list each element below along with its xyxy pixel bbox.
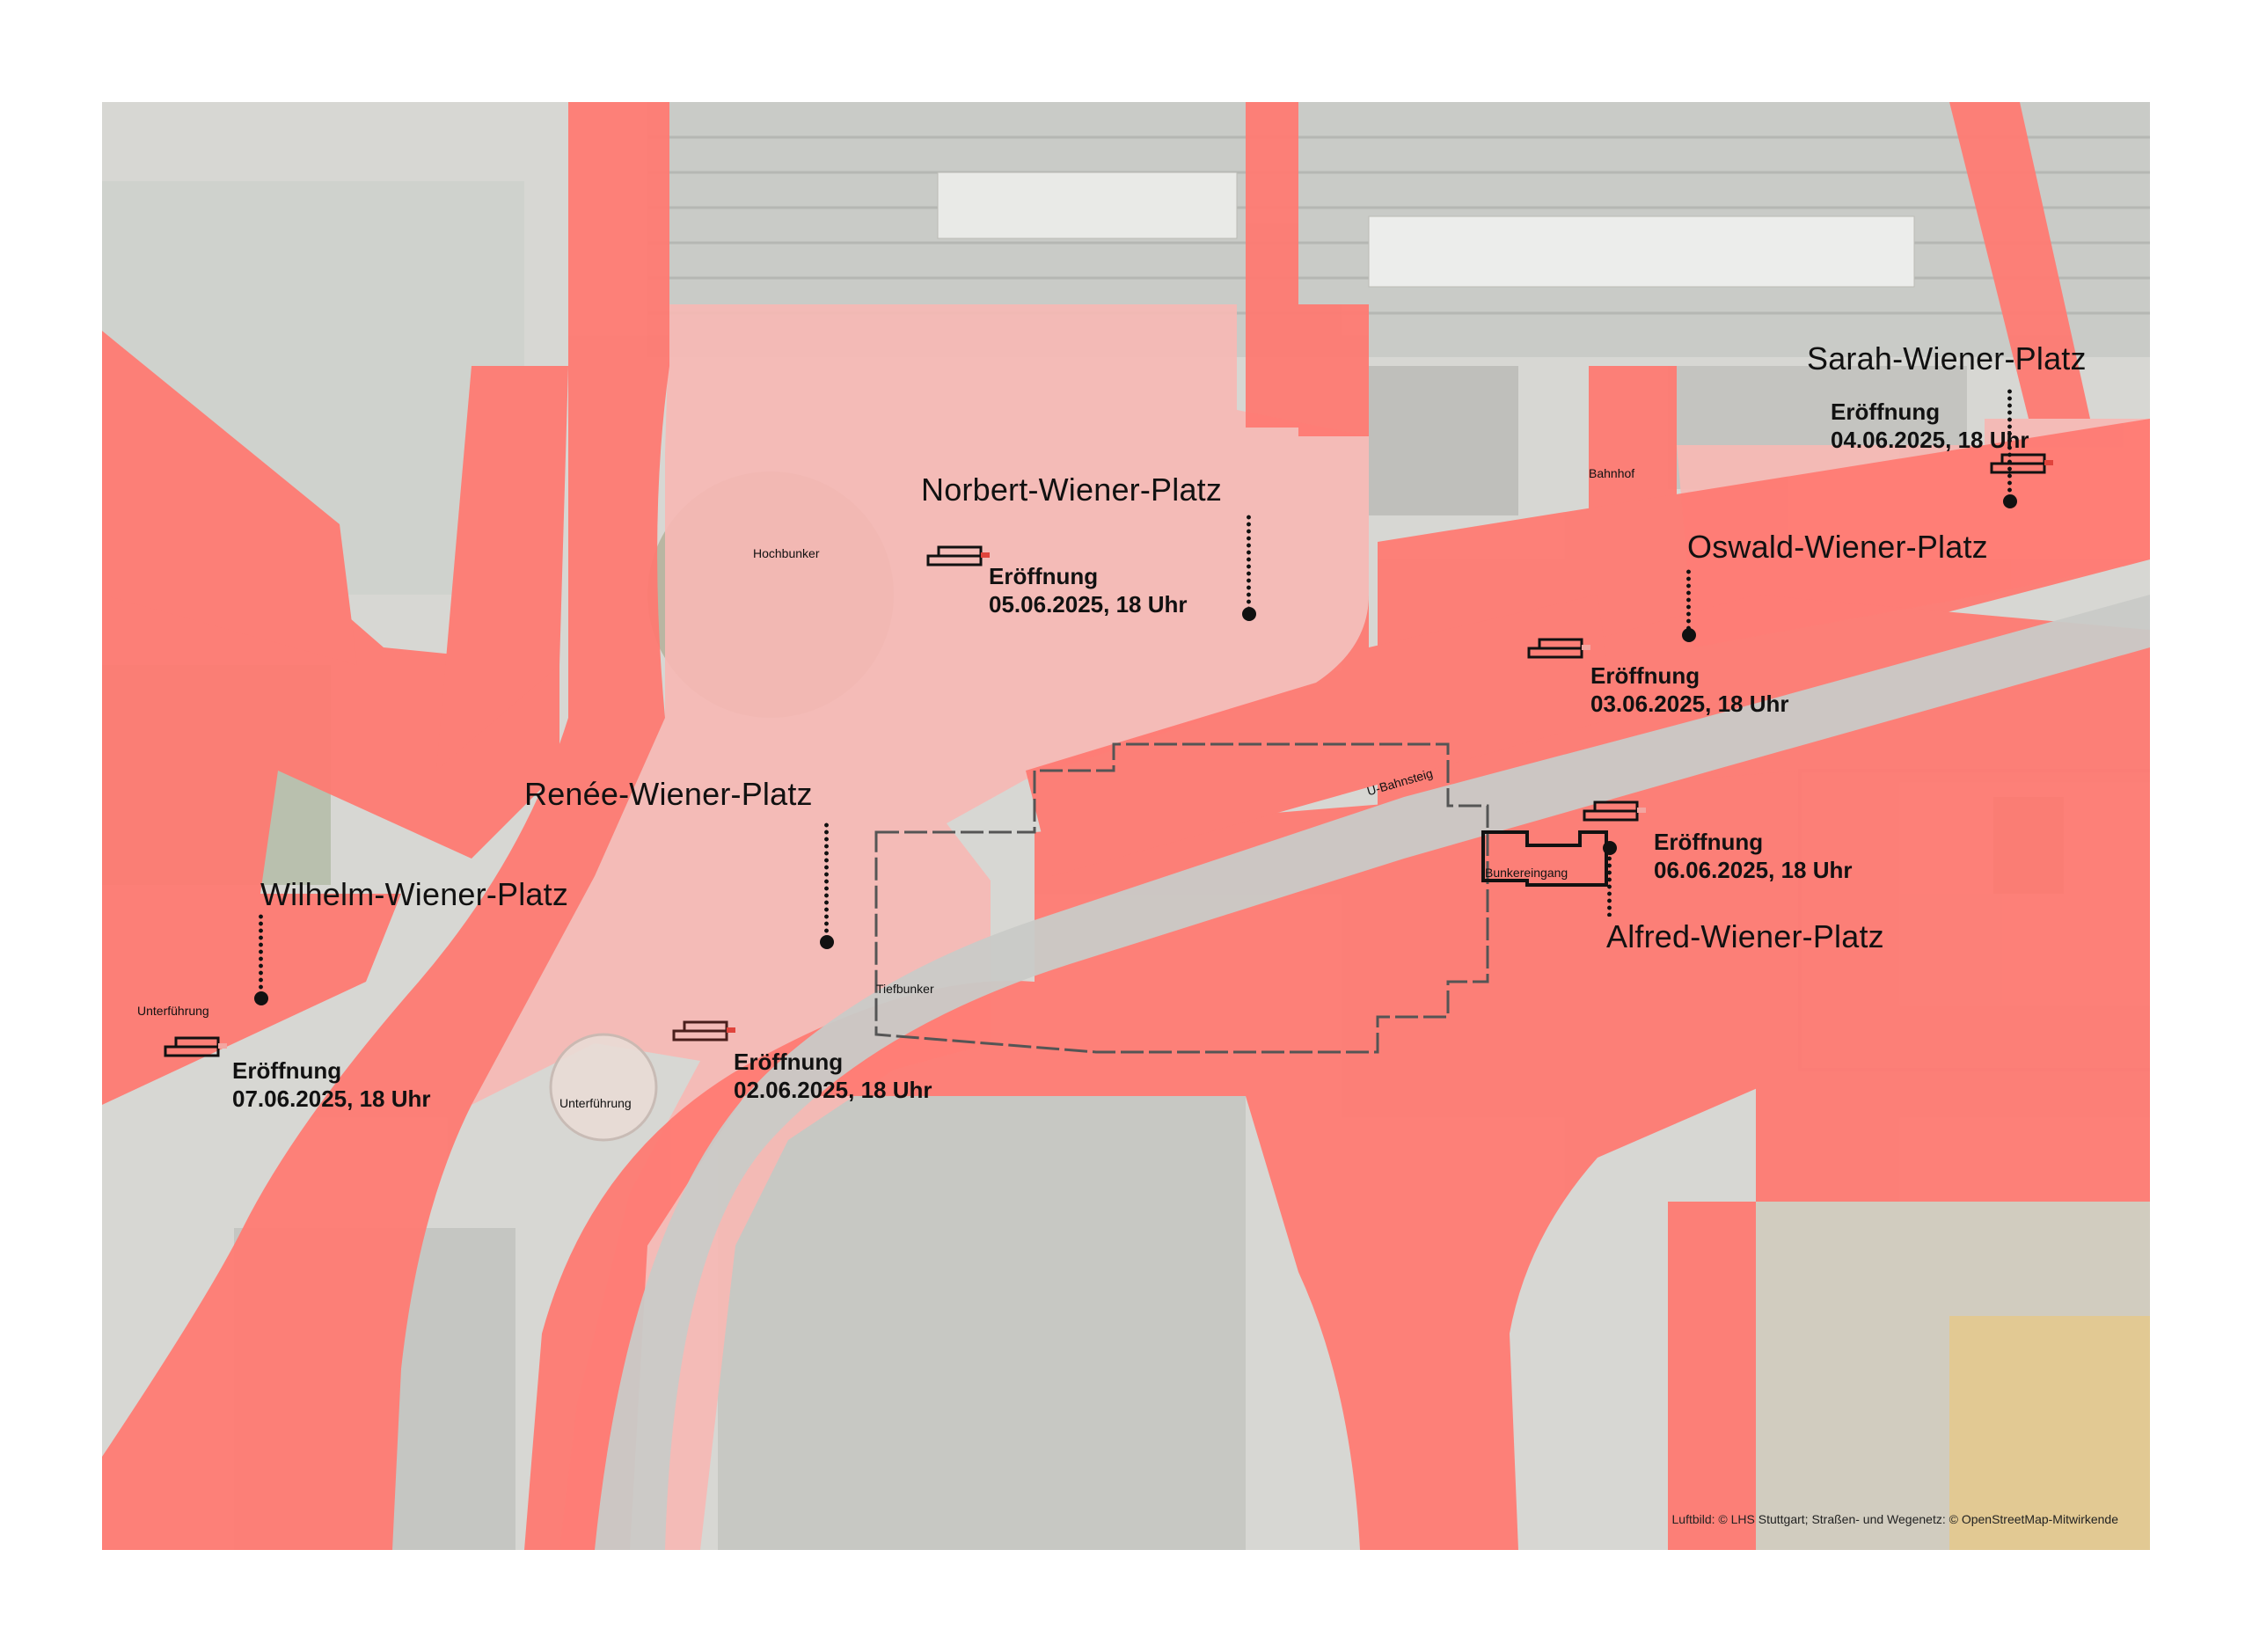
place-name-oswald: Oswald-Wiener-Platz	[1687, 529, 1988, 565]
pin-dot-icon[interactable]	[2003, 494, 2017, 508]
stage-icon[interactable]	[672, 1017, 742, 1043]
label-unterfuehrung-center: Unterführung	[559, 1096, 632, 1110]
leader-line	[1607, 855, 1612, 917]
opening-label: Eröffnung	[989, 563, 1099, 589]
opening-norbert: Eröffnung 05.06.2025, 18 Uhr	[989, 562, 1188, 618]
pin-dot-icon[interactable]	[1242, 607, 1256, 621]
opening-date: 05.06.2025, 18 Uhr	[989, 591, 1188, 618]
opening-label: Eröffnung	[1590, 662, 1700, 689]
opening-date: 02.06.2025, 18 Uhr	[734, 1077, 932, 1103]
label-tiefbunker: Tiefbunker	[876, 982, 934, 996]
credit-line: Luftbild: © LHS Stuttgart; Straßen- und …	[1671, 1512, 2119, 1526]
place-name-alfred: Alfred-Wiener-Platz	[1606, 918, 1884, 954]
stage-icon[interactable]	[164, 1033, 234, 1059]
label-bahnhof: Bahnhof	[1589, 466, 1635, 480]
opening-date: 04.06.2025, 18 Uhr	[1831, 427, 2029, 453]
stage-icon[interactable]	[1990, 450, 2060, 476]
stage-icon[interactable]	[1583, 797, 1653, 823]
opening-date: 06.06.2025, 18 Uhr	[1654, 857, 1853, 883]
place-name-renee: Renée-Wiener-Platz	[524, 776, 813, 812]
opening-oswald: Eröffnung 03.06.2025, 18 Uhr	[1590, 662, 1789, 718]
opening-alfred: Eröffnung 06.06.2025, 18 Uhr	[1654, 828, 1853, 884]
opening-renee: Eröffnung 02.06.2025, 18 Uhr	[734, 1048, 932, 1104]
opening-label: Eröffnung	[1831, 398, 1941, 425]
leader-line	[259, 913, 263, 992]
opening-label: Eröffnung	[734, 1049, 844, 1075]
stage-icon[interactable]	[1527, 634, 1598, 661]
place-name-wilhelm: Wilhelm-Wiener-Platz	[260, 876, 569, 912]
opening-date: 07.06.2025, 18 Uhr	[232, 1085, 431, 1112]
label-bunkereingang: Bunkereingang	[1485, 866, 1568, 880]
map-frame[interactable]: Sarah-Wiener-Platz Norbert-Wiener-Platz …	[102, 102, 2150, 1550]
opening-wilhelm: Eröffnung 07.06.2025, 18 Uhr	[232, 1056, 431, 1113]
pin-dot-icon[interactable]	[820, 935, 834, 949]
leader-line	[824, 822, 829, 936]
leader-line	[1247, 514, 1251, 607]
pin-dot-icon[interactable]	[254, 991, 268, 1005]
label-hochbunker: Hochbunker	[753, 546, 820, 560]
opening-sarah: Eröffnung 04.06.2025, 18 Uhr	[1831, 398, 2029, 454]
place-name-sarah: Sarah-Wiener-Platz	[1807, 340, 2087, 376]
label-unterfuehrung-west: Unterführung	[137, 1004, 209, 1018]
place-name-norbert: Norbert-Wiener-Platz	[921, 471, 1223, 508]
opening-date: 03.06.2025, 18 Uhr	[1590, 691, 1789, 717]
opening-label: Eröffnung	[1654, 829, 1764, 855]
leader-line	[2007, 388, 2012, 493]
aerial-base	[102, 102, 2150, 1550]
stage-icon[interactable]	[926, 542, 997, 568]
pin-dot-icon[interactable]	[1603, 841, 1617, 855]
pin-dot-icon[interactable]	[1682, 628, 1696, 642]
opening-label: Eröffnung	[232, 1057, 342, 1084]
leader-line	[1686, 568, 1691, 630]
